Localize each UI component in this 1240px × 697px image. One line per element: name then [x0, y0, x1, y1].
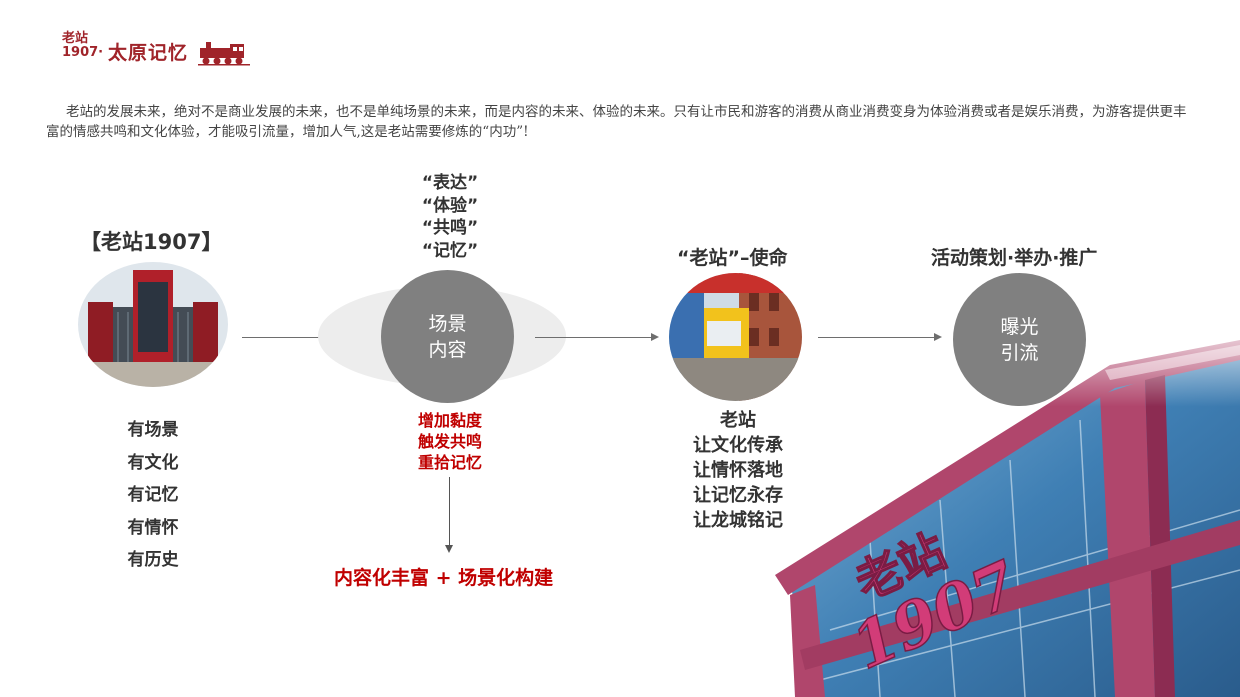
- logo-main-text: 太原记忆: [108, 42, 189, 64]
- stage2-circle-line1: 场景: [428, 312, 467, 335]
- stage4-circle-line2: 引流: [1000, 341, 1039, 364]
- flow-arrow-2: [535, 337, 653, 338]
- brand-logo: 老站 1907· 太原记忆: [62, 30, 252, 70]
- quote-item: “体验”: [421, 195, 479, 216]
- stage1-title: 【老站1907】: [80, 230, 223, 254]
- list-item: 老站: [720, 410, 756, 431]
- list-item: 让文化传承: [693, 435, 783, 456]
- down-arrow: [449, 477, 450, 545]
- quote-item: “共鸣”: [421, 218, 479, 238]
- list-item: 让记忆永存: [693, 485, 783, 506]
- flow-arrow-1: [242, 337, 362, 338]
- stage3-list: 老站 让文化传承 让情怀落地 让记忆永存 让龙城铭记: [672, 408, 804, 533]
- down-arrow-head: [445, 545, 453, 553]
- stage4-title: 活动策划·举办·推广: [931, 247, 1098, 269]
- logo-small-text: 老站 1907·: [62, 32, 103, 60]
- quote-item: “记忆”: [421, 240, 479, 261]
- flow-arrow-3-head: [934, 333, 942, 341]
- list-item: 让情怀落地: [693, 460, 783, 481]
- street-scene-image: [669, 273, 802, 401]
- logo-small-line1: 老站: [62, 31, 89, 46]
- list-item: 有文化: [127, 452, 179, 473]
- stage1-photo: [78, 262, 228, 387]
- list-item: 增加黏度: [417, 411, 482, 430]
- stage2-red-list: 增加黏度 触发共鸣 重拾记忆: [400, 410, 500, 473]
- list-item: 让龙城铭记: [693, 510, 783, 531]
- flow-arrow-2-head: [651, 333, 659, 341]
- building-photo: 老站 1907: [770, 310, 1240, 697]
- list-item: 触发共鸣: [417, 432, 482, 451]
- stage2-circle: 场景 内容: [381, 270, 514, 403]
- stage3-title: “老站”–使命: [677, 247, 788, 269]
- stage4-circle: 曝光 引流: [953, 273, 1086, 406]
- stage2-quotes: “表达” “体验” “共鸣” “记忆”: [400, 172, 500, 262]
- list-item: 有历史: [127, 550, 179, 570]
- logo-small-line2: 1907·: [62, 45, 104, 60]
- list-item: 有场景: [127, 420, 179, 440]
- list-item: 重拾记忆: [417, 453, 482, 472]
- list-item: 有记忆: [127, 485, 179, 505]
- stage2-circle-line2: 内容: [428, 338, 467, 361]
- train-icon: [198, 42, 250, 66]
- intro-paragraph: 老站的发展未来，绝对不是商业发展的未来，也不是单纯场景的未来，而是内容的未来、体…: [46, 104, 1187, 140]
- stage1-list: 有场景 有文化 有记忆 有情怀 有历史: [110, 414, 196, 577]
- list-item: 有情怀: [127, 517, 179, 538]
- flow-arrow-3: [818, 337, 936, 338]
- stage3-photo: [669, 273, 802, 401]
- stage4-circle-line1: 曝光: [1000, 315, 1039, 338]
- quote-item: “表达”: [421, 173, 479, 193]
- stage2-bottom-text: 内容化丰富 + 场景化构建: [334, 567, 554, 589]
- station-building-image: [78, 262, 228, 387]
